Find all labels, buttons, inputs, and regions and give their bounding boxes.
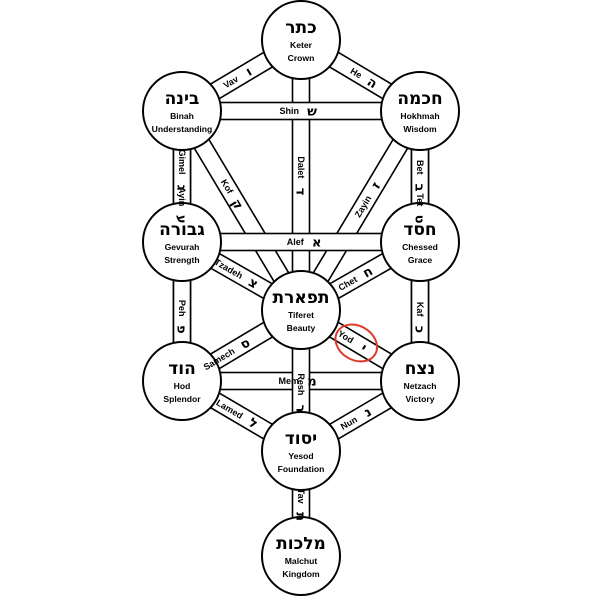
path-letter: ע <box>174 215 189 224</box>
sefirah-hebrew: תפארת <box>272 288 329 308</box>
sefirah-name: Hod <box>174 381 191 391</box>
path-name: Alef <box>287 237 305 247</box>
path-letter: ש <box>307 105 317 120</box>
sefirah-name: Gevurah <box>165 242 200 252</box>
sefirah-meaning: Victory <box>406 394 435 404</box>
sefirah-hebrew: כתר <box>285 18 316 38</box>
sefirah-hebrew: יסוד <box>285 429 317 449</box>
path-label-shin: Shin ש <box>280 105 318 120</box>
path-name: Resh <box>296 373 306 395</box>
path-name: Tav <box>296 489 306 504</box>
path-label-bet: Bet ב <box>412 160 427 192</box>
sefirah-name: Binah <box>170 111 194 121</box>
sefirah-circle-netzach <box>380 341 460 421</box>
path-letter: א <box>312 236 321 251</box>
path-label-dalet: Dalet ד <box>293 156 308 195</box>
path-letter: ט <box>412 215 427 224</box>
sefirah-name: Malchut <box>285 556 318 566</box>
sefirah-hebrew: מלכות <box>276 534 326 554</box>
sefirah-hebrew: חכמה <box>397 89 442 109</box>
path-letter: ד <box>293 188 308 196</box>
path-label-peh: Peh פ <box>174 300 189 334</box>
sefirah-meaning: Understanding <box>152 124 213 134</box>
sefirah-circle-tiferet <box>261 270 341 350</box>
sefirah-name: Yesod <box>288 451 313 461</box>
path-letter: פ <box>174 325 189 334</box>
sefirah-meaning: Strength <box>164 255 199 265</box>
sefirah-name: Netzach <box>404 381 437 391</box>
sefirah-meaning: Wisdom <box>403 124 437 134</box>
sefirah-meaning: Splendor <box>163 394 201 404</box>
path-letter: ג <box>174 185 189 191</box>
path-name: Gimel <box>177 149 187 174</box>
sefirah-circle-malchut <box>261 516 341 596</box>
sefirah-meaning: Foundation <box>278 464 325 474</box>
sefirah-circle-chokhmah <box>380 71 460 151</box>
sefirah-meaning: Beauty <box>287 323 316 333</box>
sefirah-circle-hod <box>142 341 222 421</box>
sefirah-circle-chesed <box>380 202 460 282</box>
path-label-tav: Tav ת <box>293 489 308 521</box>
path-name: Peh <box>177 300 187 317</box>
path-label-mem: Mem מ <box>278 375 316 390</box>
path-letter: ו <box>243 65 255 80</box>
path-label-alef: Alef א <box>287 236 322 251</box>
sefirah-name: Chessed <box>402 242 438 252</box>
sefirah-name: Hokhmah <box>400 111 439 121</box>
path-label-tet: Tet ט <box>412 193 427 223</box>
sefirah-hebrew: גבורה <box>159 220 205 240</box>
path-name: Mem <box>278 376 299 386</box>
sefirah-meaning: Crown <box>288 53 315 63</box>
path-letter: ת <box>293 512 308 521</box>
sefirah-name: Tiferet <box>288 310 314 320</box>
sefirah-name: Keter <box>290 40 313 50</box>
path-name: Bet <box>415 160 425 175</box>
path-letter: מ <box>307 375 316 390</box>
path-name: Kaf <box>415 302 425 318</box>
sefirah-hebrew: נצח <box>405 359 435 379</box>
sefirah-circle-binah <box>142 71 222 151</box>
path-name: Dalet <box>296 156 306 178</box>
path-letter: י <box>358 341 369 356</box>
highlight-ring <box>334 323 379 363</box>
path-letter: כ <box>412 326 427 333</box>
sefirah-hebrew: חסד <box>403 220 436 240</box>
sefirot-layer: כתרKeterCrownחכמהHokhmahWisdomבינהBinahU… <box>142 0 460 596</box>
path-letter: ר <box>293 405 308 413</box>
sefirah-circle-keter <box>261 0 341 80</box>
sefirah-hebrew: בינה <box>165 89 200 109</box>
path-label-gimel: Gimel ג <box>174 149 189 190</box>
path-name: Tet <box>415 193 425 206</box>
sefirah-meaning: Kingdom <box>282 569 320 579</box>
path-letter: ב <box>412 184 427 192</box>
path-name: Shin <box>280 106 300 116</box>
path-name: Ayin <box>177 187 187 206</box>
sefirah-meaning: Grace <box>408 255 433 265</box>
path-label-ayin: Ayin ע <box>174 187 189 224</box>
path-label-kaf: Kaf כ <box>412 302 427 333</box>
path-label-resh: Resh ר <box>293 373 308 412</box>
sefirah-circle-yesod <box>261 411 341 491</box>
sefirah-circle-gevurah <box>142 202 222 282</box>
sefirah-hebrew: הוד <box>168 359 196 379</box>
